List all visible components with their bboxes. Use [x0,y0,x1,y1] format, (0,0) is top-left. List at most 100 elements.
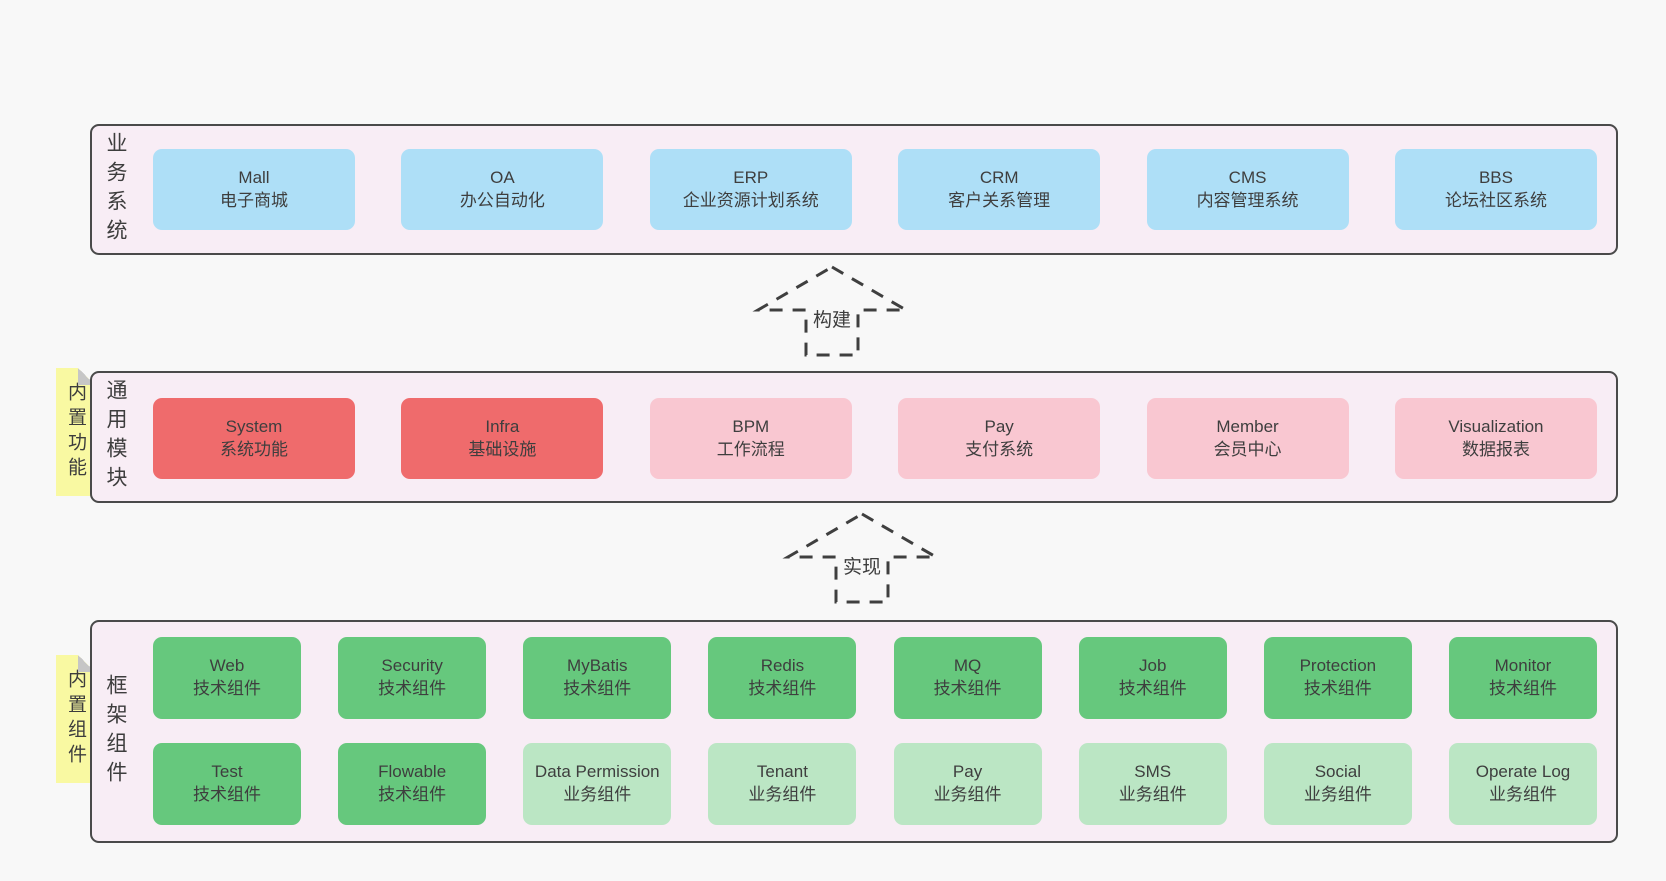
box-member: Member 会员中心 [1146,398,1349,479]
box-title: Visualization [1448,416,1544,436]
box-monitor: Monitor 技术组件 [1448,637,1597,719]
module-box-row: System 系统功能 Infra 基础设施 BPM 工作流程 Pay 支付系统… [153,398,1597,479]
box-social: Social 业务组件 [1263,743,1412,825]
note-label: 内置组件 [65,669,86,769]
box-flowable: Flowable 技术组件 [338,743,487,825]
box-title: CRM [979,167,1019,187]
layer-label-business-systems: 业务系统 [104,131,127,248]
box-infra: Infra 基础设施 [401,398,604,479]
box-subtitle: 业务组件 [1303,785,1372,804]
box-subtitle: 基础设施 [468,439,537,459]
box-system: System 系统功能 [153,398,355,479]
box-subtitle: 业务组件 [563,785,632,804]
box-subtitle: 技术组件 [563,679,632,698]
box-protection: Protection 技术组件 [1263,637,1412,719]
box-sms: SMS 业务组件 [1078,743,1227,825]
box-test: Test 技术组件 [153,743,301,825]
box-subtitle: 会员中心 [1213,439,1282,459]
box-title: MQ [953,656,982,676]
box-web: Web 技术组件 [153,637,301,719]
box-mall: Mall 电子商城 [153,149,355,230]
box-subtitle: 论坛社区系统 [1444,190,1547,210]
box-job: Job 技术组件 [1078,637,1227,719]
box-title: OA [490,167,515,187]
box-mybatis: MyBatis 技术组件 [523,637,672,719]
box-title: Tenant [756,762,808,782]
box-title: BPM [732,416,770,436]
box-bpm: BPM 工作流程 [649,398,852,479]
box-subtitle: 电子商城 [220,190,288,210]
box-title: BBS [1478,167,1513,187]
box-title: Test [211,762,243,782]
layer-business-systems: 业务系统 Mall 电子商城 OA 办公自动化 ERP 企业资源计划系统 CRM… [90,124,1618,255]
box-title: SMS [1134,762,1172,782]
box-subtitle: 业务组件 [1118,785,1187,804]
box-redis: Redis 技术组件 [708,637,857,719]
box-subtitle: 技术组件 [193,785,261,804]
box-subtitle: 技术组件 [1488,679,1557,698]
box-oa: OA 办公自动化 [401,149,604,230]
box-title: Infra [485,416,520,436]
box-operate-log: Operate Log 业务组件 [1448,743,1597,825]
box-mq: MQ 技术组件 [893,637,1042,719]
box-visualization: Visualization 数据报表 [1394,398,1597,479]
box-subtitle: 数据报表 [1461,439,1530,459]
sticky-note-built-in-functions: 内置功能 [56,368,95,496]
box-title: Pay [952,762,983,782]
box-title: System [225,416,283,436]
box-title: Web [209,656,245,676]
box-title: Redis [760,656,805,676]
component-box-row-2: Test 技术组件 Flowable 技术组件 Data Permission … [153,743,1597,825]
box-subtitle: 办公自动化 [459,190,545,210]
box-title: Operate Log [1475,762,1571,782]
box-title: Member [1216,416,1279,436]
box-subtitle: 技术组件 [748,679,817,698]
box-pay-component: Pay 业务组件 [893,743,1042,825]
box-title: Job [1138,656,1167,676]
box-title: Security [381,656,443,676]
box-cms: CMS 内容管理系统 [1146,149,1349,230]
box-subtitle: 内容管理系统 [1196,190,1299,210]
box-subtitle: 技术组件 [193,679,261,698]
build-arrow-label: 构建 [808,305,856,332]
build-arrow: 构建 [752,264,912,358]
implement-arrow-label: 实现 [838,552,886,579]
box-subtitle: 技术组件 [378,679,447,698]
box-title: Data Permission [534,762,660,782]
business-box-row: Mall 电子商城 OA 办公自动化 ERP 企业资源计划系统 CRM 客户关系… [153,149,1597,230]
note-label: 内置功能 [65,382,86,482]
box-crm: CRM 客户关系管理 [898,149,1101,230]
box-subtitle: 业务组件 [1488,785,1557,804]
box-subtitle: 业务组件 [933,785,1002,804]
layer-common-modules: 通用模块 System 系统功能 Infra 基础设施 BPM 工作流程 Pay… [90,371,1618,503]
box-subtitle: 客户关系管理 [948,190,1051,210]
box-title: CMS [1228,167,1267,187]
layer-label-common-modules: 通用模块 [104,379,127,495]
box-title: Flowable [378,762,447,782]
dashed-up-arrow-icon [782,512,942,604]
box-erp: ERP 企业资源计划系统 [649,149,852,230]
component-box-row-1: Web 技术组件 Security 技术组件 MyBatis 技术组件 Redi… [153,637,1597,719]
implement-arrow: 实现 [782,511,942,605]
box-subtitle: 企业资源计划系统 [682,190,819,210]
box-title: Social [1314,762,1361,782]
layer-framework-components: 框架组件 Web 技术组件 Security 技术组件 MyBatis 技术组件… [90,620,1618,843]
box-subtitle: 技术组件 [933,679,1002,698]
dashed-up-arrow-icon [752,265,912,357]
box-security: Security 技术组件 [338,637,487,719]
box-subtitle: 技术组件 [1303,679,1372,698]
box-bbs: BBS 论坛社区系统 [1394,149,1597,230]
box-pay: Pay 支付系统 [898,398,1101,479]
box-subtitle: 业务组件 [748,785,817,804]
box-title: Mall [238,167,270,187]
box-title: MyBatis [567,656,628,676]
box-subtitle: 技术组件 [1118,679,1187,698]
box-title: Protection [1299,656,1377,676]
box-tenant: Tenant 业务组件 [708,743,857,825]
box-subtitle: 工作流程 [716,439,785,459]
layer-label-framework-components: 框架组件 [104,673,127,790]
box-title: Monitor [1494,656,1552,676]
box-subtitle: 系统功能 [220,439,288,459]
box-subtitle: 支付系统 [965,439,1034,459]
